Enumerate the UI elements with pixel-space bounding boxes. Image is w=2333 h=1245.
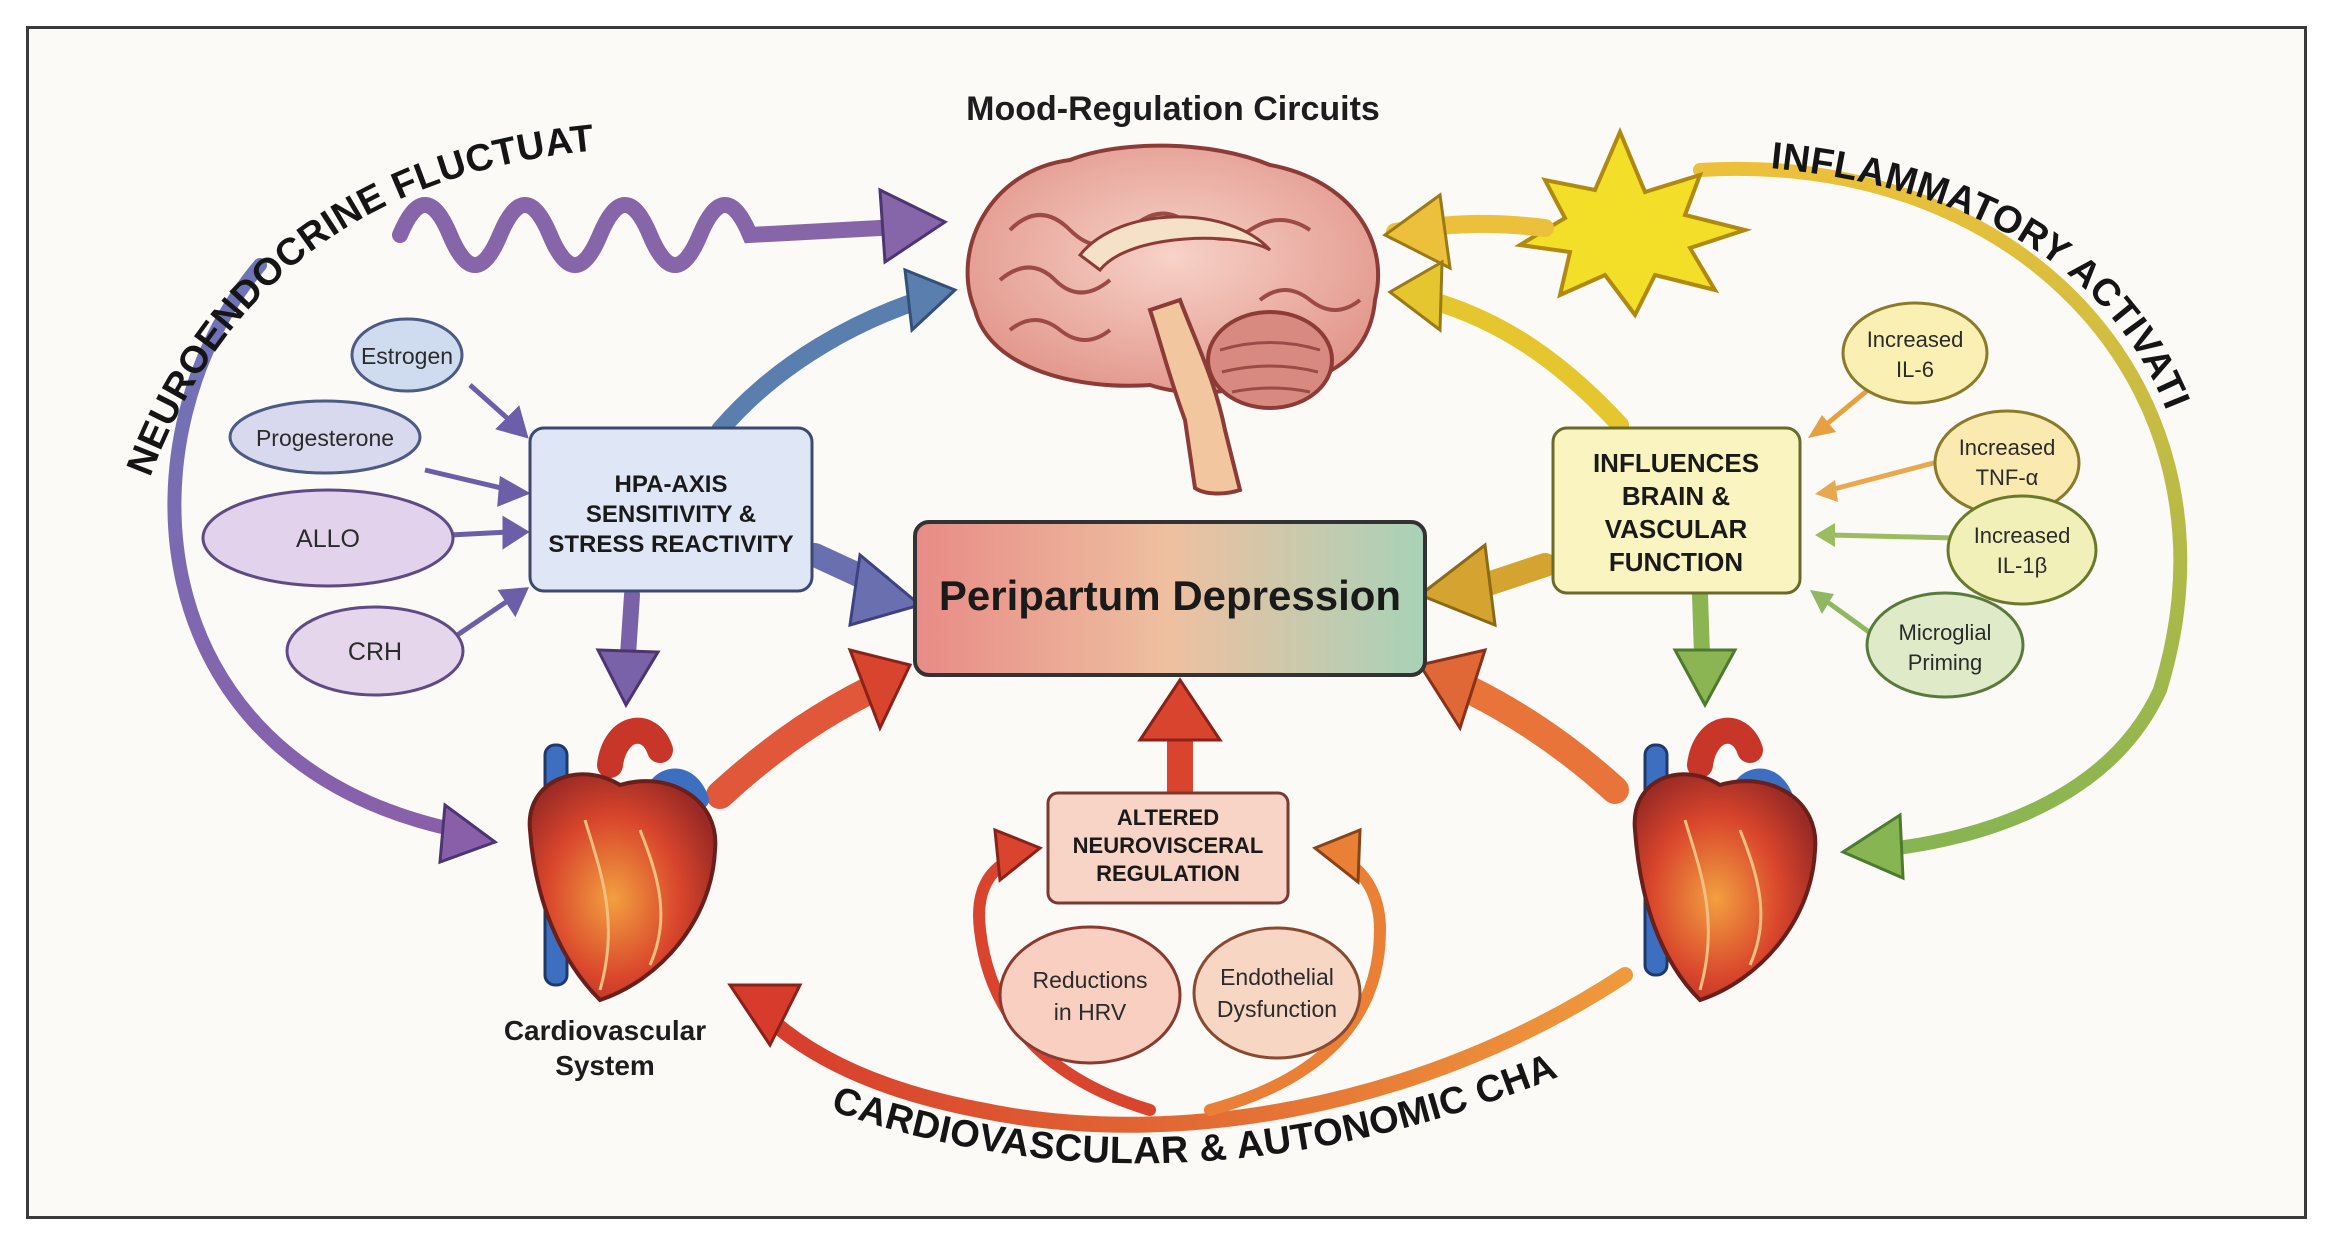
right-loop-arrowhead xyxy=(1312,827,1362,886)
left-heart-to-center-arrow xyxy=(706,676,884,809)
inflammation-il6-line2: IL-6 xyxy=(1896,357,1934,382)
burst-arrowhead xyxy=(1382,192,1452,271)
hormone-label-allo: ALLO xyxy=(296,525,360,553)
hpa-heart-arrowhead xyxy=(595,648,661,709)
hpa-to-heart-arrow xyxy=(620,587,640,663)
inflammation-burst-icon xyxy=(1514,126,1753,319)
altered-line3: REGULATION xyxy=(1096,861,1240,886)
right-heart-icon xyxy=(1632,717,1818,1003)
inflammation-tnf-line2: TNF-α xyxy=(1976,465,2039,490)
hormone-label-progesterone: Progesterone xyxy=(256,425,394,451)
inflammation-il1b-line1: Increased xyxy=(1974,523,2071,548)
right-heart-center-arrowhead xyxy=(1417,647,1488,732)
wave-arrowhead xyxy=(878,187,948,265)
hpa-brain-arrowhead xyxy=(903,267,958,334)
autonomic-hrv-line2: in HRV xyxy=(1054,999,1127,1025)
influences-center-arrowhead xyxy=(1416,542,1497,628)
autonomic-endothelial-line2: Dysfunction xyxy=(1217,996,1337,1022)
inflammatory-arrowhead xyxy=(1839,812,1905,881)
inflammation-ellipse-il1b xyxy=(1946,494,2098,606)
hpa-line2: SENSITIVITY & xyxy=(586,501,756,528)
cardiovascular-system-line2: System xyxy=(555,1050,655,1081)
cardiovascular-arc xyxy=(752,967,1633,1133)
inflammation-microglial-line2: Priming xyxy=(1908,650,1983,675)
hpa-to-brain-arrow xyxy=(711,291,929,439)
hormone-ellipse-allo xyxy=(201,488,455,588)
inflammation-tnf-line1: Increased xyxy=(1959,435,2056,460)
inflammation-il6-line1: Increased xyxy=(1867,327,1964,352)
influences-to-heart-arrow xyxy=(1692,587,1710,663)
right-loop-arrow xyxy=(1204,854,1387,1116)
hormone-ellipse-estrogen xyxy=(350,317,464,393)
autonomic-endothelial-line1: Endothelial xyxy=(1220,964,1334,990)
cardiovascular-system-line1: Cardiovascular xyxy=(504,1015,706,1046)
influences-line2: BRAIN & xyxy=(1622,481,1730,511)
hpa-line3: STRESS REACTIVITY xyxy=(548,531,793,558)
autonomic-hrv-line1: Reductions xyxy=(1032,967,1147,993)
inflammation-microglial-line1: Microglial xyxy=(1899,620,1992,645)
inflammation-ellipse-il6 xyxy=(1841,301,1989,405)
altered-line1: ALTERED xyxy=(1117,805,1219,830)
influences-line1: INFLUENCES xyxy=(1593,448,1759,478)
autonomic-ellipse-endothelial xyxy=(1192,926,1362,1060)
influences-to-brain-arrow xyxy=(1421,291,1629,434)
influences-line4: FUNCTION xyxy=(1609,547,1743,577)
hpa-axis-box xyxy=(528,426,814,593)
hormone-label-estrogen: Estrogen xyxy=(361,343,453,369)
left-heart-icon xyxy=(527,717,718,1003)
peripartum-depression-title: Peripartum Depression xyxy=(939,572,1401,619)
influences-heart-arrowhead xyxy=(1672,648,1738,709)
brain-title: Mood-Regulation Circuits xyxy=(966,90,1380,128)
altered-center-arrowhead xyxy=(1137,677,1223,742)
altered-line2: NEUROVISCERAL xyxy=(1073,833,1264,858)
inflammation-ellipse-microglial xyxy=(1865,591,2025,699)
hormone-ellipse-crh xyxy=(285,605,465,697)
hpa-center-arrowhead xyxy=(848,552,924,628)
influences-brain-arrowhead xyxy=(1387,259,1444,333)
influences-line3: VASCULAR xyxy=(1605,514,1748,544)
brain-icon xyxy=(965,143,1381,496)
inflammatory-arc xyxy=(1693,161,2188,857)
neuroendocrine-arc xyxy=(167,258,462,837)
left-loop-arrow xyxy=(973,854,1156,1116)
inflammation-il1b-line2: IL-1β xyxy=(1997,553,2048,578)
autonomic-ellipse-hrv xyxy=(998,925,1182,1065)
influences-to-center-arrow xyxy=(1473,553,1557,597)
peripartum-depression-box xyxy=(913,520,1427,677)
left-heart-center-arrowhead xyxy=(847,647,913,732)
inflammation-arrows xyxy=(1808,378,1956,643)
neuroendocrine-arrowhead xyxy=(438,802,499,865)
hpa-line1: HPA-AXIS xyxy=(615,471,728,498)
influences-box xyxy=(1551,426,1802,595)
left-loop-arrowhead xyxy=(993,827,1043,883)
hormone-label-crh: CRH xyxy=(348,638,402,666)
neuroendocrine-wave xyxy=(392,197,888,273)
right-heart-to-center-arrow xyxy=(1456,676,1629,804)
hormone-arrows xyxy=(424,383,531,643)
altered-regulation-box xyxy=(1046,791,1290,905)
hormone-ellipse-progesterone xyxy=(228,399,422,475)
cardiovascular-arrowhead xyxy=(727,983,803,1048)
